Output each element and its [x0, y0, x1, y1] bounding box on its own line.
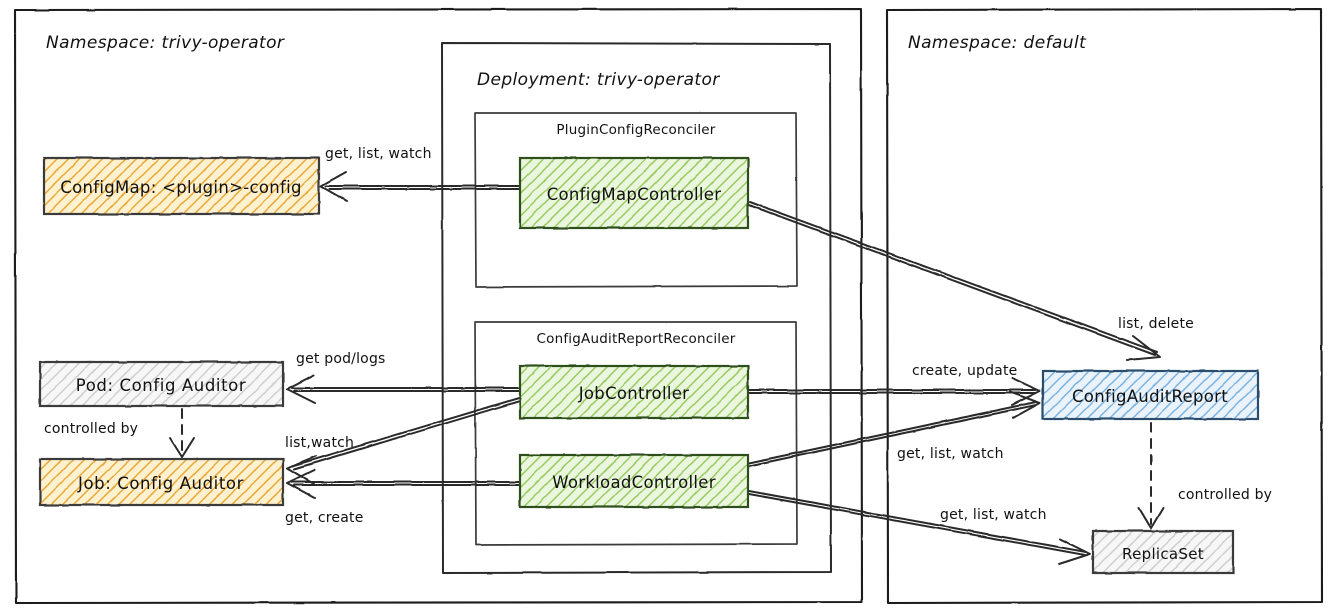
node-replicaset[interactable] [1091, 529, 1235, 575]
edge-label-controlled-by-car-replicaset: controlled by [1178, 487, 1272, 503]
node-label-replicaset: ReplicaSet [1122, 545, 1204, 563]
container-label-config-audit-report-reconciler: ConfigAuditReportReconciler [537, 331, 736, 347]
edge-get-pod-logs [286, 374, 520, 404]
node-workload-controller[interactable] [518, 453, 750, 509]
node-configmap[interactable] [42, 156, 321, 216]
node-label-workload-controller: WorkloadController [552, 473, 716, 492]
container-namespace-trivy-operator [13, 7, 864, 605]
node-config-audit-report[interactable] [1041, 369, 1260, 421]
edge-label-controlled-by-pod-job: controlled by [44, 421, 138, 437]
container-label-namespace-trivy-operator: Namespace: trivy-operator [46, 33, 285, 53]
edge-get-list-watch-configmap [320, 171, 520, 202]
edge-get-list-watch-replicaset [748, 490, 1091, 565]
edge-label-get-create: get, create [285, 510, 364, 526]
arrowhead-controlled-by-replicaset [1138, 507, 1164, 530]
node-label-configmap-controller: ConfigMapController [547, 185, 722, 204]
edge-create-update [748, 377, 1041, 406]
edge-list-watch-job [286, 397, 521, 485]
container-plugin-config-reconciler [474, 112, 798, 288]
node-job-config-auditor[interactable] [38, 457, 285, 507]
edge-label-get-list-watch-car: get, list, watch [897, 446, 1004, 462]
node-label-job: Job: Config Auditor [77, 474, 244, 493]
container-label-namespace-default: Namespace: default [908, 33, 1087, 53]
edge-label-get-list-watch-configmap: get, list, watch [325, 146, 432, 162]
edge-label-list-delete: list, delete [1118, 316, 1194, 332]
arrowhead-controlled-by-job [169, 437, 195, 459]
edge-label-list-watch: list,watch [285, 435, 354, 451]
edge-label-create-update: create, update [912, 363, 1017, 379]
container-label-deployment: Deployment: trivy-operator [477, 70, 720, 90]
container-config-audit-report-reconciler [474, 321, 798, 546]
node-configmap-controller[interactable] [518, 156, 750, 230]
node-label-configmap: ConfigMap: <plugin>-config [60, 178, 302, 197]
node-pod-config-auditor[interactable] [38, 360, 285, 408]
node-label-config-audit-report: ConfigAuditReport [1072, 387, 1228, 406]
container-deployment-trivy-operator [441, 42, 832, 574]
edge-get-create-job [286, 469, 520, 499]
edge-label-get-list-watch-replicaset: get, list, watch [940, 507, 1047, 523]
edge-label-get-pod-logs: get pod/logs [296, 351, 386, 367]
container-label-plugin-config-reconciler: PluginConfigReconciler [556, 122, 715, 138]
edge-get-list-watch-configauditreport [748, 391, 1041, 467]
container-namespace-default [885, 7, 1324, 605]
node-label-pod: Pod: Config Auditor [76, 376, 246, 395]
node-label-job-controller: JobController [578, 384, 690, 403]
node-job-controller[interactable] [518, 364, 750, 420]
edge-list-delete [748, 201, 1161, 361]
